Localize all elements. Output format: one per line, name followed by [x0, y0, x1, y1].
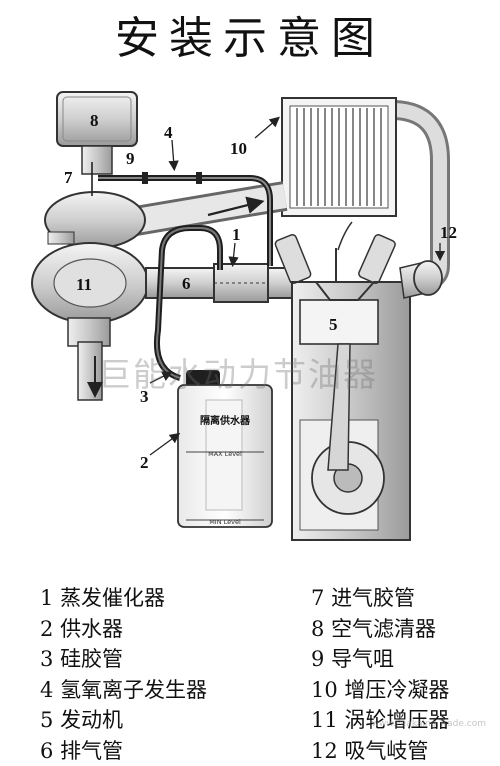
legend-item: 3 硅胶管 — [40, 644, 207, 675]
tank-min-level: MIN Level — [209, 518, 241, 526]
corner-watermark: www.Peakalng Trade.com — [372, 719, 486, 729]
callout-12: 12 — [440, 223, 457, 242]
callout-11: 11 — [76, 275, 92, 294]
legend-item: 12 吸气岐管 — [311, 736, 449, 766]
watermark: 巨能水动力节油器 — [98, 348, 378, 396]
callout-9: 9 — [126, 149, 135, 168]
legend-item: 7 进气胶管 — [311, 583, 449, 614]
callout-6: 6 — [182, 274, 191, 293]
legend-item: 10 增压冷凝器 — [311, 675, 449, 706]
tank-label: 隔离供水器 — [200, 414, 251, 427]
tank-max-level: MAX Level — [208, 450, 242, 458]
hho-generator-ring-a — [142, 172, 148, 184]
legend-item: 5 发动机 — [40, 705, 207, 736]
legend-item: 9 导气咀 — [311, 644, 449, 675]
callout-7: 7 — [64, 168, 73, 187]
callout-10: 10 — [230, 139, 247, 158]
callout-8: 8 — [90, 111, 99, 130]
callout-1: 1 — [232, 225, 241, 244]
legend-item: 6 排气管 — [40, 736, 207, 766]
installation-diagram: 1 2 3 4 5 6 7 8 9 10 11 12 隔离供水器 MAX Lev… — [0, 0, 500, 580]
legend-item: 4 氢氧离子发生器 — [40, 675, 207, 706]
air-filter — [57, 92, 137, 174]
legend-item: 2 供水器 — [40, 614, 207, 645]
hho-generator-ring-b — [196, 172, 202, 184]
callout-5: 5 — [329, 315, 338, 334]
callout-2: 2 — [140, 453, 149, 472]
exhaust-pipe — [146, 264, 302, 302]
intercooler — [282, 98, 396, 216]
legend-item: 1 蒸发催化器 — [40, 583, 207, 614]
intake-manifold — [400, 261, 442, 298]
callout-4: 4 — [164, 123, 173, 142]
legend-item: 8 空气滤清器 — [311, 614, 449, 645]
